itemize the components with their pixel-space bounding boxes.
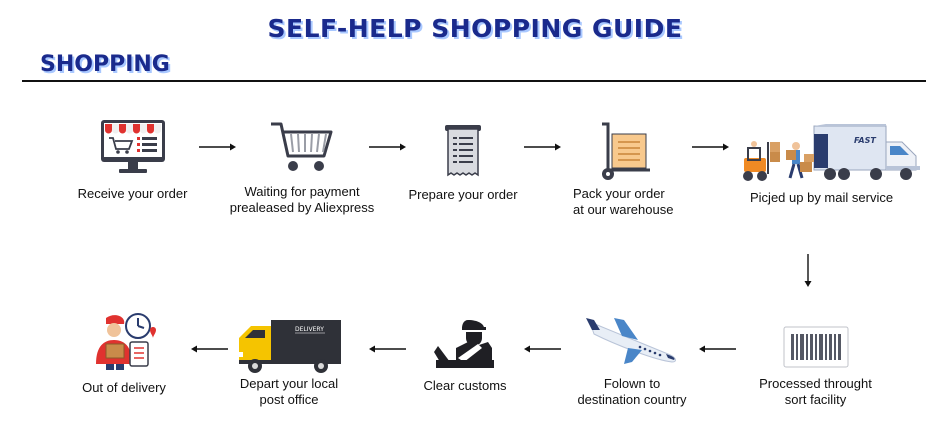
arrow-left	[698, 344, 738, 354]
arrow-right	[690, 142, 730, 152]
step-out-of-delivery: Out of delivery	[68, 310, 180, 396]
delivery-truck-forklift-icon: FAST	[730, 120, 926, 186]
step-receive-order: Receive your order	[70, 118, 195, 202]
step-label-line: Depart your local	[222, 376, 356, 392]
step-label-line: Prepare your order	[398, 187, 528, 203]
step-label-line: Folown to	[562, 376, 702, 392]
step-label: Clear customs	[410, 378, 520, 394]
arrow-down	[803, 252, 813, 288]
step-prepare-order: Prepare your order	[398, 123, 528, 203]
step-label-line: Picjed up by mail service	[750, 190, 928, 206]
step-label-line: Processed throught	[748, 376, 883, 392]
step-label: Folown to destination country	[562, 376, 702, 408]
step-label-line: Out of delivery	[68, 380, 180, 396]
step-label-line: at our warehouse	[573, 202, 690, 218]
step-label-line: Receive your order	[70, 186, 195, 202]
step-label: Waiting for payment prealeased by Aliexp…	[222, 184, 382, 216]
step-label: Depart your local post office	[222, 376, 356, 408]
step-flown-destination: Folown to destination country	[562, 314, 702, 408]
step-label-line: Pack your order	[573, 186, 690, 202]
step-clear-customs: Clear customs	[410, 318, 520, 394]
step-label-line: destination country	[562, 392, 702, 408]
arrow-left	[523, 344, 563, 354]
step-pack-order: Pack your order at our warehouse	[560, 120, 690, 218]
step-depart-post-office: DELIVERY Depart your local post office	[222, 316, 356, 408]
barcode-icon	[783, 326, 849, 368]
step-label: Prepare your order	[398, 187, 528, 203]
step-label-line: Clear customs	[410, 378, 520, 394]
customs-officer-icon	[432, 318, 498, 370]
step-waiting-payment: Waiting for payment prealeased by Aliexp…	[222, 118, 382, 216]
step-label-line: prealeased by Aliexpress	[222, 200, 382, 216]
courier-with-parcel-icon	[86, 310, 162, 374]
step-label: Pack your order at our warehouse	[560, 186, 690, 218]
step-sort-facility: Processed throught sort facility	[748, 326, 883, 408]
arrow-right	[522, 142, 562, 152]
step-picked-up: FAST Picjed up by mail service	[728, 120, 928, 206]
step-label: Processed throught sort facility	[748, 376, 883, 408]
airplane-icon	[584, 314, 680, 366]
step-label: Picjed up by mail service	[728, 190, 928, 206]
van-delivery-text: DELIVERY	[295, 326, 324, 333]
step-label: Receive your order	[70, 186, 195, 202]
step-label-line: sort facility	[748, 392, 883, 408]
step-label: Out of delivery	[68, 380, 180, 396]
arrow-left	[190, 344, 230, 354]
shopping-cart-icon	[267, 118, 337, 178]
step-label-line: post office	[222, 392, 356, 408]
truck-fast-text: FAST	[854, 136, 876, 145]
hand-truck-box-icon	[594, 120, 656, 182]
section-divider	[22, 80, 926, 82]
step-label-line: Waiting for payment	[222, 184, 382, 200]
section-heading: SHOPPING	[40, 52, 170, 77]
delivery-van-icon: DELIVERY	[233, 316, 345, 374]
computer-store-icon	[93, 118, 173, 176]
page-title: SELF-HELP SHOPPING GUIDE	[0, 14, 950, 43]
receipt-icon	[439, 123, 487, 179]
arrow-left	[368, 344, 408, 354]
